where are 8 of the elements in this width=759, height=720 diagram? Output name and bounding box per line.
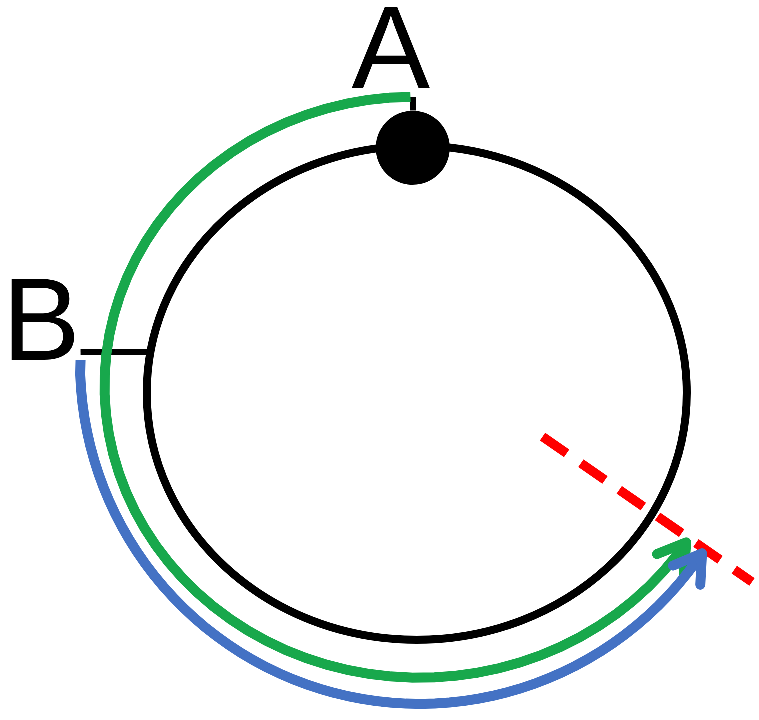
point-label: B: [12, 279, 74, 360]
leader-line: [410, 97, 416, 111]
leader-line: [80, 349, 150, 356]
curved-arrow: [100, 92, 692, 683]
point-label: A: [352, 7, 430, 88]
curved-arrow: [75, 360, 708, 710]
dashed-line: [540, 433, 755, 586]
dot: [376, 111, 450, 185]
